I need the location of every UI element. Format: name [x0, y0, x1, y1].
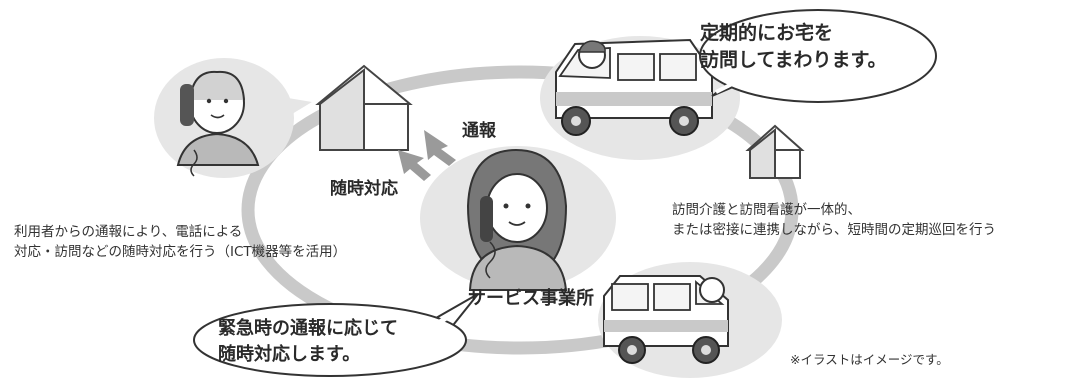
van-icon [598, 262, 782, 378]
bubble-top-text: 定期的にお宅を 訪問してまわります。 [700, 20, 928, 74]
label-tsuho: 通報 [462, 121, 496, 141]
bubble-bottom-text: 緊急時の通報に応じて 随時対応します。 [218, 316, 458, 368]
bubble-top-line1: 定期的にお宅を [700, 22, 834, 44]
house-icon [745, 124, 805, 179]
operator-icon [420, 146, 616, 291]
speech-bubble-top [699, 9, 937, 103]
elderly-caller-icon [154, 58, 312, 178]
label-zuiji: 随時対応 [330, 179, 398, 199]
house-icon [315, 64, 413, 151]
note-left-line2: 対応・訪問などの随時対応を行う（ICT機器等を活用） [14, 244, 347, 260]
route-loop [241, 65, 799, 355]
arrows-icon [398, 130, 456, 181]
note-right-line2: または密接に連携しながら、短時間の定期巡回を行う [672, 222, 996, 238]
bubble-bottom-line2: 随時対応します。 [218, 344, 361, 365]
speech-bubble-bottom [193, 293, 479, 377]
disclaimer: ※イラストはイメージです。 [790, 352, 949, 367]
bubble-bottom-line1: 緊急時の通報に応じて [218, 318, 398, 339]
bubble-top-line2: 訪問してまわります。 [700, 49, 887, 71]
note-right: 訪問介護と訪問看護が一体的、 または密接に連携しながら、短時間の定期巡回を行う [672, 200, 996, 240]
note-left-line1: 利用者からの通報により、電話による [14, 224, 243, 240]
note-right-line1: 訪問介護と訪問看護が一体的、 [672, 202, 861, 218]
van-icon [540, 36, 740, 160]
note-left: 利用者からの通報により、電話による 対応・訪問などの随時対応を行う（ICT機器等… [14, 222, 346, 262]
label-service-office: サービス事業所 [468, 288, 594, 309]
